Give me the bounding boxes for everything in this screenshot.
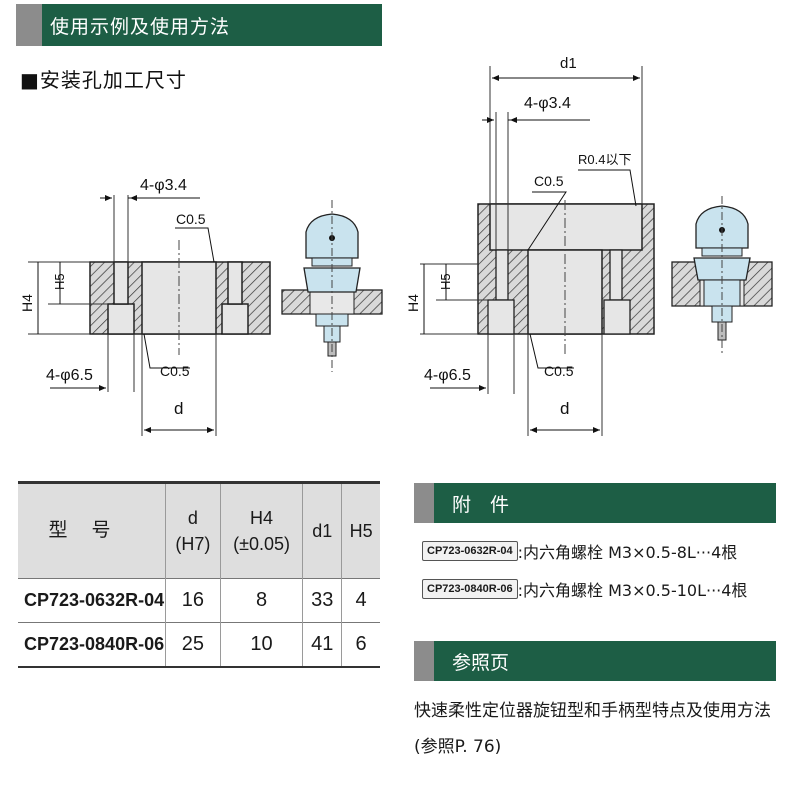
right-section-view xyxy=(420,66,655,436)
right-chamfer-bottom-label: C0.5 xyxy=(544,363,574,379)
right-radius-label: R0.4以下 xyxy=(578,152,631,167)
right-chamfer-top-label: C0.5 xyxy=(534,173,564,189)
banner-accent xyxy=(414,483,434,523)
right-hole-top-label: 4-φ3.4 xyxy=(524,95,571,112)
reference-title: 参照页 xyxy=(452,651,510,674)
table-row: CP723-0840R-06 25 10 41 6 xyxy=(18,622,380,667)
left-section-view xyxy=(28,195,271,436)
cell-h4: 8 xyxy=(220,578,304,623)
accessories-title: 附 件 xyxy=(452,493,510,516)
cell-d1: 33 xyxy=(302,578,343,623)
col-model-header: 型号 xyxy=(18,482,166,579)
accessory-model-badge: CP723-0632R-04 xyxy=(422,541,518,561)
col-h4-sub: (±0.05) xyxy=(233,534,290,554)
accessories-banner: 附 件 xyxy=(414,483,776,523)
cell-h5: 6 xyxy=(355,632,367,655)
reference-line-2[interactable]: (参照P. 76) xyxy=(414,737,502,757)
left-chamfer-bottom-label: C0.5 xyxy=(160,363,190,379)
cell-model: CP723-0632R-04 xyxy=(18,578,166,623)
right-h5-label: H5 xyxy=(438,273,453,290)
banner-accent xyxy=(16,4,42,46)
top-banner: 使用示例及使用方法 xyxy=(16,4,382,46)
accessory-item: CP723-0632R-04 :内六角螺栓 M3×0.5-8L···4根 xyxy=(414,536,737,566)
col-d1-header: d1 xyxy=(302,482,343,579)
accessory-item: CP723-0840R-06 :内六角螺栓 M3×0.5-10L···4根 xyxy=(414,574,747,604)
accessory-desc: :内六角螺栓 M3×0.5-8L···4根 xyxy=(517,543,738,562)
cell-d: 25 xyxy=(165,622,221,667)
left-hole-top-label: 4-φ3.4 xyxy=(140,177,187,194)
col-h4-name: H4 xyxy=(250,508,274,528)
col-h5-header: H5 xyxy=(349,521,373,541)
left-chamfer-top-label: C0.5 xyxy=(176,211,206,227)
cell-model: CP723-0840R-06 xyxy=(18,622,166,667)
accessory-model-badge: CP723-0840R-06 xyxy=(422,579,518,599)
cell-d1: 41 xyxy=(302,622,343,667)
right-d1-label: d1 xyxy=(560,55,577,72)
right-h4-label: H4 xyxy=(405,294,421,312)
table-header-row: 型号 d (H7) H4 (±0.05) d1 H5 xyxy=(18,482,380,579)
left-h4-label: H4 xyxy=(19,294,35,312)
cell-h5: 4 xyxy=(355,589,367,611)
col-d-sub: (H7) xyxy=(175,534,211,554)
mounting-hole-drawings: 4-φ3.4 C0.5 H5 H4 4-φ6.5 C0.5 d xyxy=(19,55,773,436)
col-h4-header: H4 (±0.05) xyxy=(220,482,304,579)
accessory-desc: :内六角螺栓 M3×0.5-10L···4根 xyxy=(517,581,748,600)
section-title: ■安装孔加工尺寸 xyxy=(20,68,187,92)
right-mounted-part xyxy=(671,196,773,356)
reference-line-1: 快速柔性定位器旋钮型和手柄型特点及使用方法 xyxy=(414,701,771,721)
col-d-name: d xyxy=(187,508,198,528)
left-mounted-part xyxy=(281,200,383,372)
banner-title: 使用示例及使用方法 xyxy=(50,15,231,38)
col-d-header: d (H7) xyxy=(165,482,221,579)
table-row: CP723-0632R-04 16 8 33 4 xyxy=(18,578,380,623)
cell-d: 16 xyxy=(165,578,221,623)
banner-accent xyxy=(414,641,434,681)
right-d-label: d xyxy=(560,399,569,418)
left-h5-label: H5 xyxy=(52,273,67,290)
reference-banner: 参照页 xyxy=(414,641,776,681)
right-hole-bottom-label: 4-φ6.5 xyxy=(424,367,471,384)
left-d-label: d xyxy=(174,399,183,418)
cell-h4: 10 xyxy=(220,622,304,667)
left-hole-bottom-label: 4-φ6.5 xyxy=(46,367,93,384)
spec-table: 型号 d (H7) H4 (±0.05) d1 H5 CP723-0632R-0… xyxy=(18,481,380,668)
